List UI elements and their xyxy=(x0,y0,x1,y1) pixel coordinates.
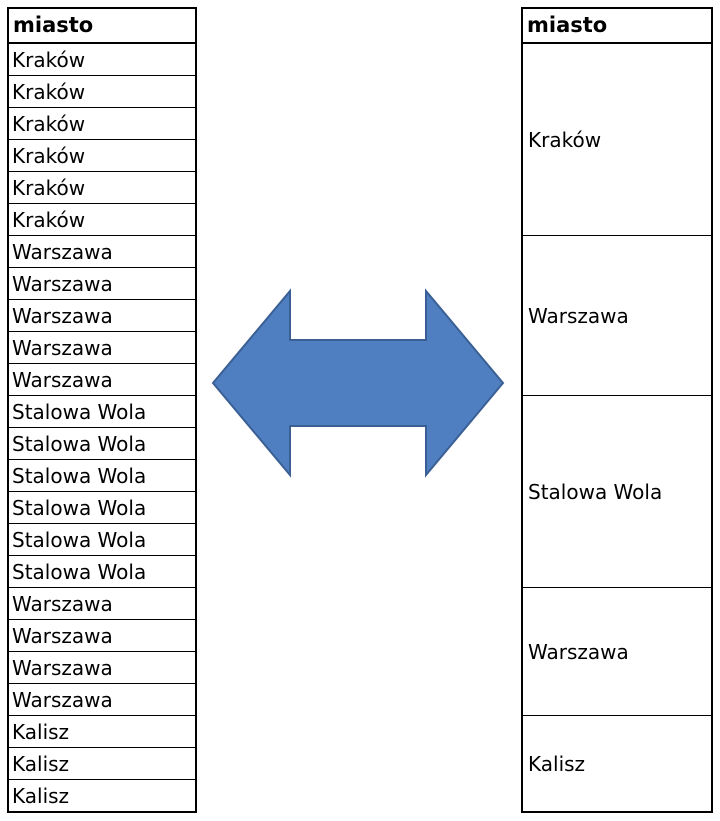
source-table-row: Warszawa xyxy=(9,684,195,716)
source-table-row: Warszawa xyxy=(9,268,195,300)
source-table-row: Warszawa xyxy=(9,588,195,620)
source-table-row: Warszawa xyxy=(9,332,195,364)
source-table-row: Kalisz xyxy=(9,748,195,780)
source-table-row: Kraków xyxy=(9,172,195,204)
source-table-row: Kraków xyxy=(9,44,195,76)
merged-table-header: miasto xyxy=(523,9,711,44)
merged-table-cell: Warszawa xyxy=(523,588,711,716)
source-table-row: Warszawa xyxy=(9,236,195,268)
merged-table-cell: Stalowa Wola xyxy=(523,396,711,588)
merged-table-cell-label: Warszawa xyxy=(528,639,629,664)
merged-table-cell: Warszawa xyxy=(523,236,711,396)
merged-table-cell-label: Kalisz xyxy=(528,752,586,776)
source-table-row: Kraków xyxy=(9,108,195,140)
source-table-row: Warszawa xyxy=(9,620,195,652)
source-table-row: Warszawa xyxy=(9,364,195,396)
source-table-row: Kraków xyxy=(9,140,195,172)
source-table-row: Kalisz xyxy=(9,716,195,748)
merged-table-cell: Kraków xyxy=(523,44,711,236)
source-table-row: Stalowa Wola xyxy=(9,556,195,588)
source-table-row: Stalowa Wola xyxy=(9,460,195,492)
merged-table-cell-label: Stalowa Wola xyxy=(528,479,663,504)
source-table-row: Stalowa Wola xyxy=(9,492,195,524)
merged-table-cell-label: Kraków xyxy=(528,127,602,152)
source-table-header: miasto xyxy=(9,9,195,44)
double-headed-arrow-shape xyxy=(211,288,505,478)
source-table-row: Stalowa Wola xyxy=(9,428,195,460)
source-table-row: Stalowa Wola xyxy=(9,396,195,428)
source-table-row: Warszawa xyxy=(9,652,195,684)
source-table-row: Kraków xyxy=(9,76,195,108)
source-table-row: Stalowa Wola xyxy=(9,524,195,556)
source-table-row: Kraków xyxy=(9,204,195,236)
merged-table-cell-label: Warszawa xyxy=(528,303,629,328)
merged-table-cell: Kalisz xyxy=(523,716,711,812)
source-table-row: Kalisz xyxy=(12,784,70,808)
source-table-row: Warszawa xyxy=(9,300,195,332)
